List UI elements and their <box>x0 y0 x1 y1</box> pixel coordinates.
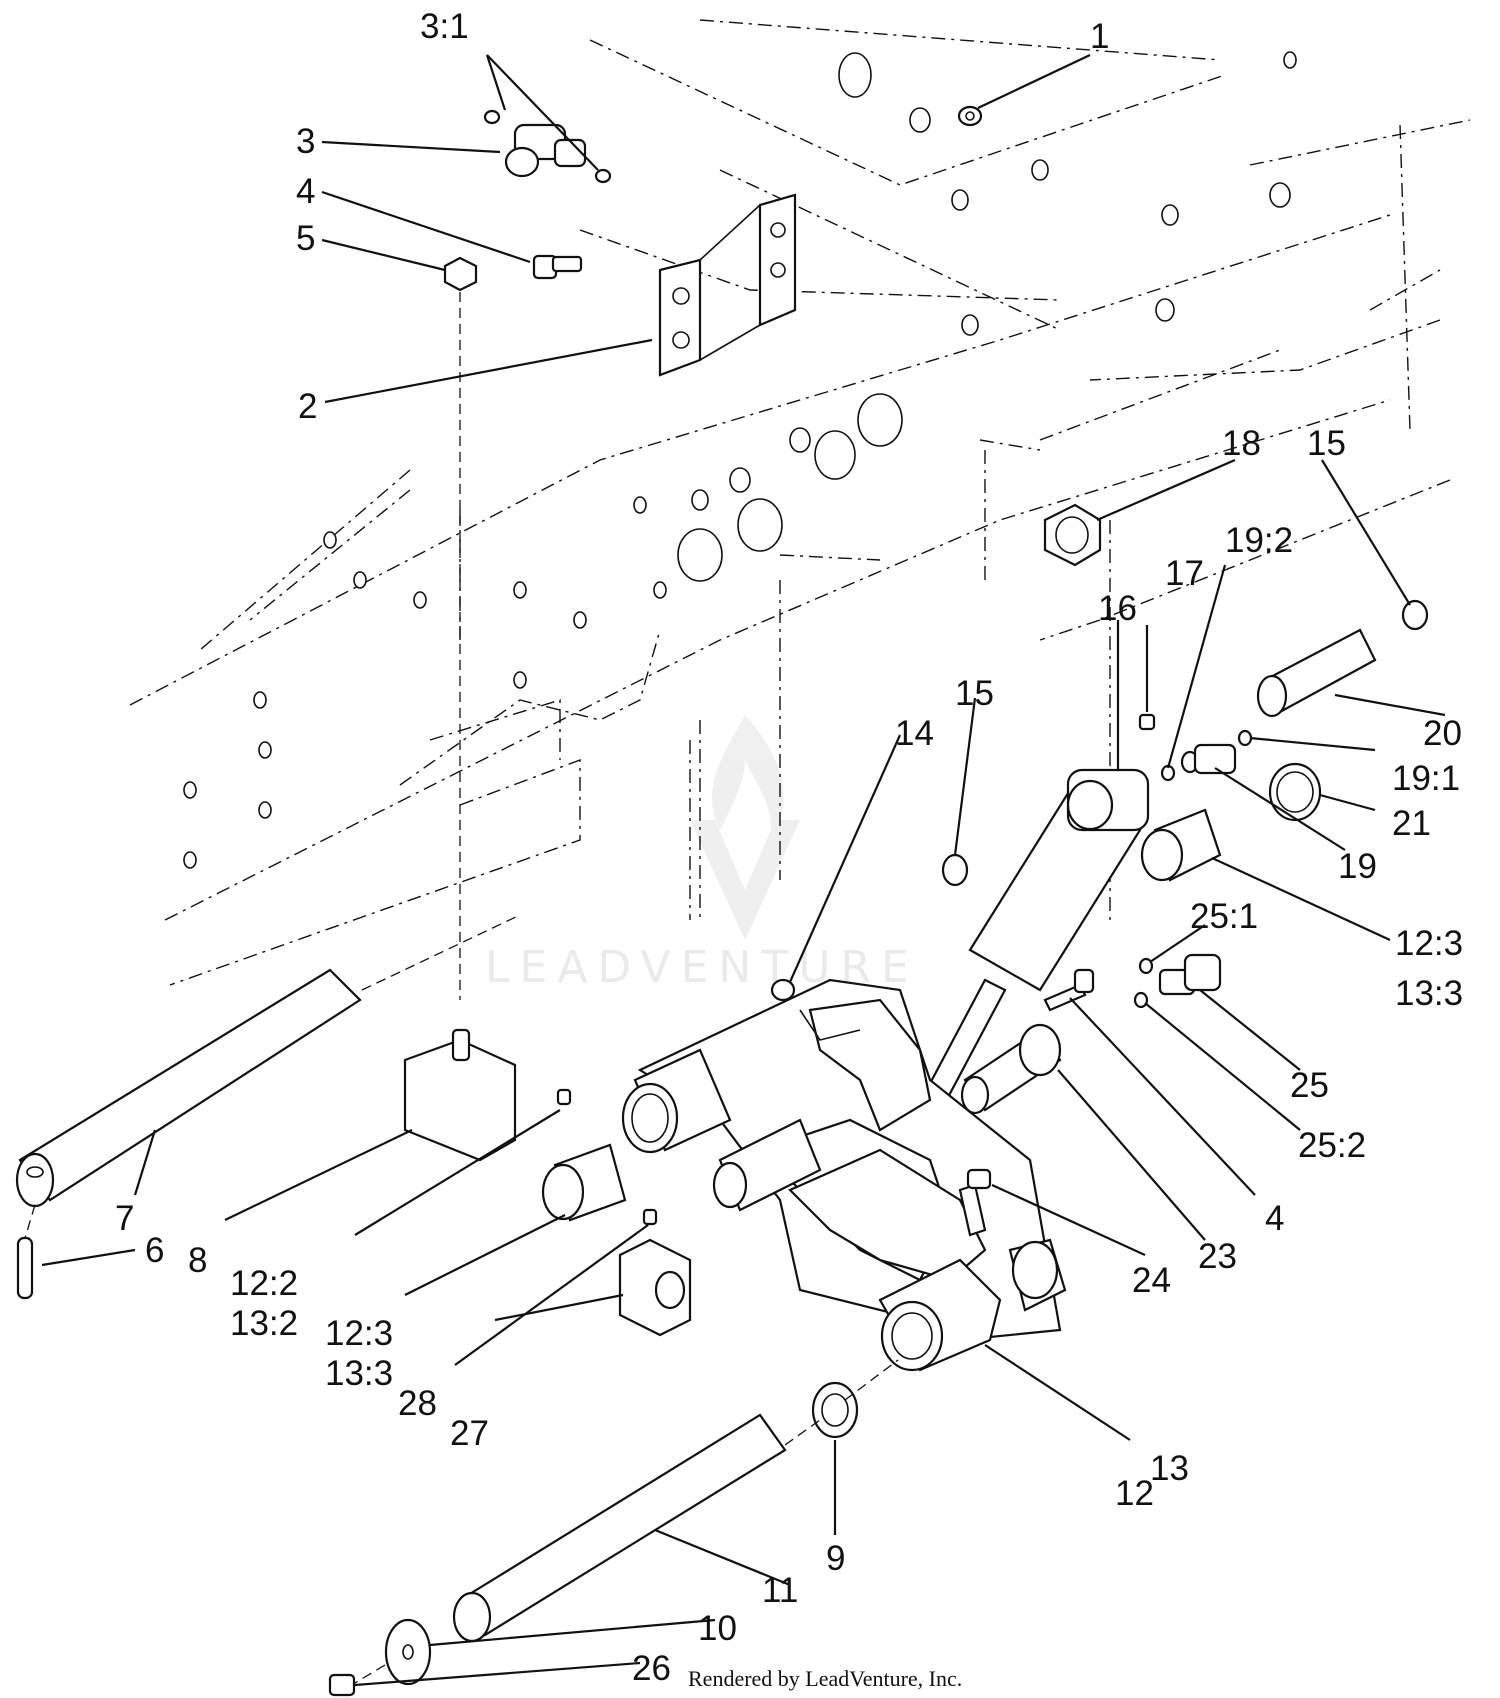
callout-11: 11 <box>762 1571 798 1610</box>
callout-24: 24 <box>1132 1261 1171 1300</box>
callout-7: 7 <box>115 1199 134 1238</box>
part-1-nut <box>957 105 983 127</box>
part-12-3-bushing-right <box>1140 808 1222 882</box>
part-10-washer <box>384 1618 432 1686</box>
callout-12: 12 <box>1115 1474 1154 1513</box>
part-21-washer <box>1268 762 1322 822</box>
callout-5: 5 <box>296 219 315 258</box>
callout-27: 27 <box>450 1414 489 1453</box>
callout-23: 23 <box>1198 1237 1237 1276</box>
part-15-snap-ring-right <box>1401 599 1429 631</box>
frame-rail <box>129 19 1471 986</box>
callout-9: 9 <box>826 1539 845 1578</box>
callout-19-2: 19:2 <box>1225 521 1293 560</box>
callout-18: 18 <box>1222 424 1261 463</box>
part-17-grease-fitting <box>1138 713 1156 731</box>
part-19-fitting <box>1160 729 1253 782</box>
part-14-nut <box>770 978 796 1002</box>
render-credit: Rendered by LeadVenture, Inc. <box>688 1666 962 1691</box>
callout-26: 26 <box>632 1649 671 1688</box>
callout-6: 6 <box>145 1231 164 1270</box>
callout-15-right: 15 <box>1307 424 1346 463</box>
callout-13-2: 13:2 <box>230 1304 298 1343</box>
callout-labels: 1 2 3 3:1 4 4 5 6 7 8 9 10 11 12 13 12:2… <box>115 7 1463 1688</box>
frame-holes <box>183 51 1297 869</box>
part-23-pin <box>960 1023 1062 1115</box>
callout-19-1: 19:1 <box>1392 759 1460 798</box>
callout-1: 1 <box>1090 17 1109 56</box>
leader-lines <box>24 54 1446 1687</box>
part-8-bumper <box>403 1028 517 1162</box>
part-25-fitting <box>1133 953 1222 1009</box>
callout-13: 13 <box>1150 1449 1189 1488</box>
part-12-2-grease-fitting <box>556 1088 572 1106</box>
part-9-washer <box>811 1381 859 1439</box>
callout-4-middle: 4 <box>1265 1199 1284 1238</box>
part-5-nut <box>443 256 478 1000</box>
callout-12-3-left: 12:3 <box>325 1314 393 1353</box>
callout-4-top: 4 <box>296 172 315 211</box>
part-20-pivot-pin <box>1256 628 1377 718</box>
callout-15-left: 15 <box>955 674 994 713</box>
callout-16: 16 <box>1098 589 1137 628</box>
part-4-bolt-middle <box>1043 968 1095 1012</box>
callout-3: 3 <box>296 122 315 161</box>
callout-3-1: 3:1 <box>420 7 469 46</box>
callout-21: 21 <box>1392 804 1431 843</box>
callout-20: 20 <box>1423 714 1462 753</box>
callout-13-3-left: 13:3 <box>325 1354 393 1393</box>
part-28-set-screw <box>642 1208 658 1226</box>
callout-25-1: 25:1 <box>1190 897 1258 936</box>
callout-2: 2 <box>298 387 317 426</box>
part-18-jam-nut <box>1043 503 1102 567</box>
part-4-bolt-top <box>532 254 583 280</box>
callout-25: 25 <box>1290 1066 1329 1105</box>
callout-13-3-right: 13:3 <box>1395 974 1463 1013</box>
callout-25-2: 25:2 <box>1298 1126 1366 1165</box>
part-15-snap-ring-left <box>941 853 969 887</box>
part-6-roll-pin <box>16 1236 34 1300</box>
main-arm-assembly <box>621 978 1067 1372</box>
part-2-bracket <box>658 193 797 377</box>
callout-8: 8 <box>188 1241 207 1280</box>
callout-10: 10 <box>698 1609 737 1648</box>
part-11-pivot-pin <box>452 1413 787 1643</box>
callout-12-2: 12:2 <box>230 1264 298 1303</box>
part-26-bolt <box>328 1673 356 1697</box>
callout-14: 14 <box>895 714 934 753</box>
part-12-3-bushing-left <box>541 1143 627 1222</box>
part-7-pin <box>15 968 362 1208</box>
callout-28: 28 <box>398 1384 437 1423</box>
part-27-block <box>618 1238 692 1337</box>
callout-12-3-right: 12:3 <box>1395 924 1463 963</box>
callout-19: 19 <box>1338 847 1377 886</box>
watermark-logo: LEADVENTURE <box>485 715 909 993</box>
part-3-tee-fitting <box>483 109 612 184</box>
callout-17: 17 <box>1165 554 1204 593</box>
